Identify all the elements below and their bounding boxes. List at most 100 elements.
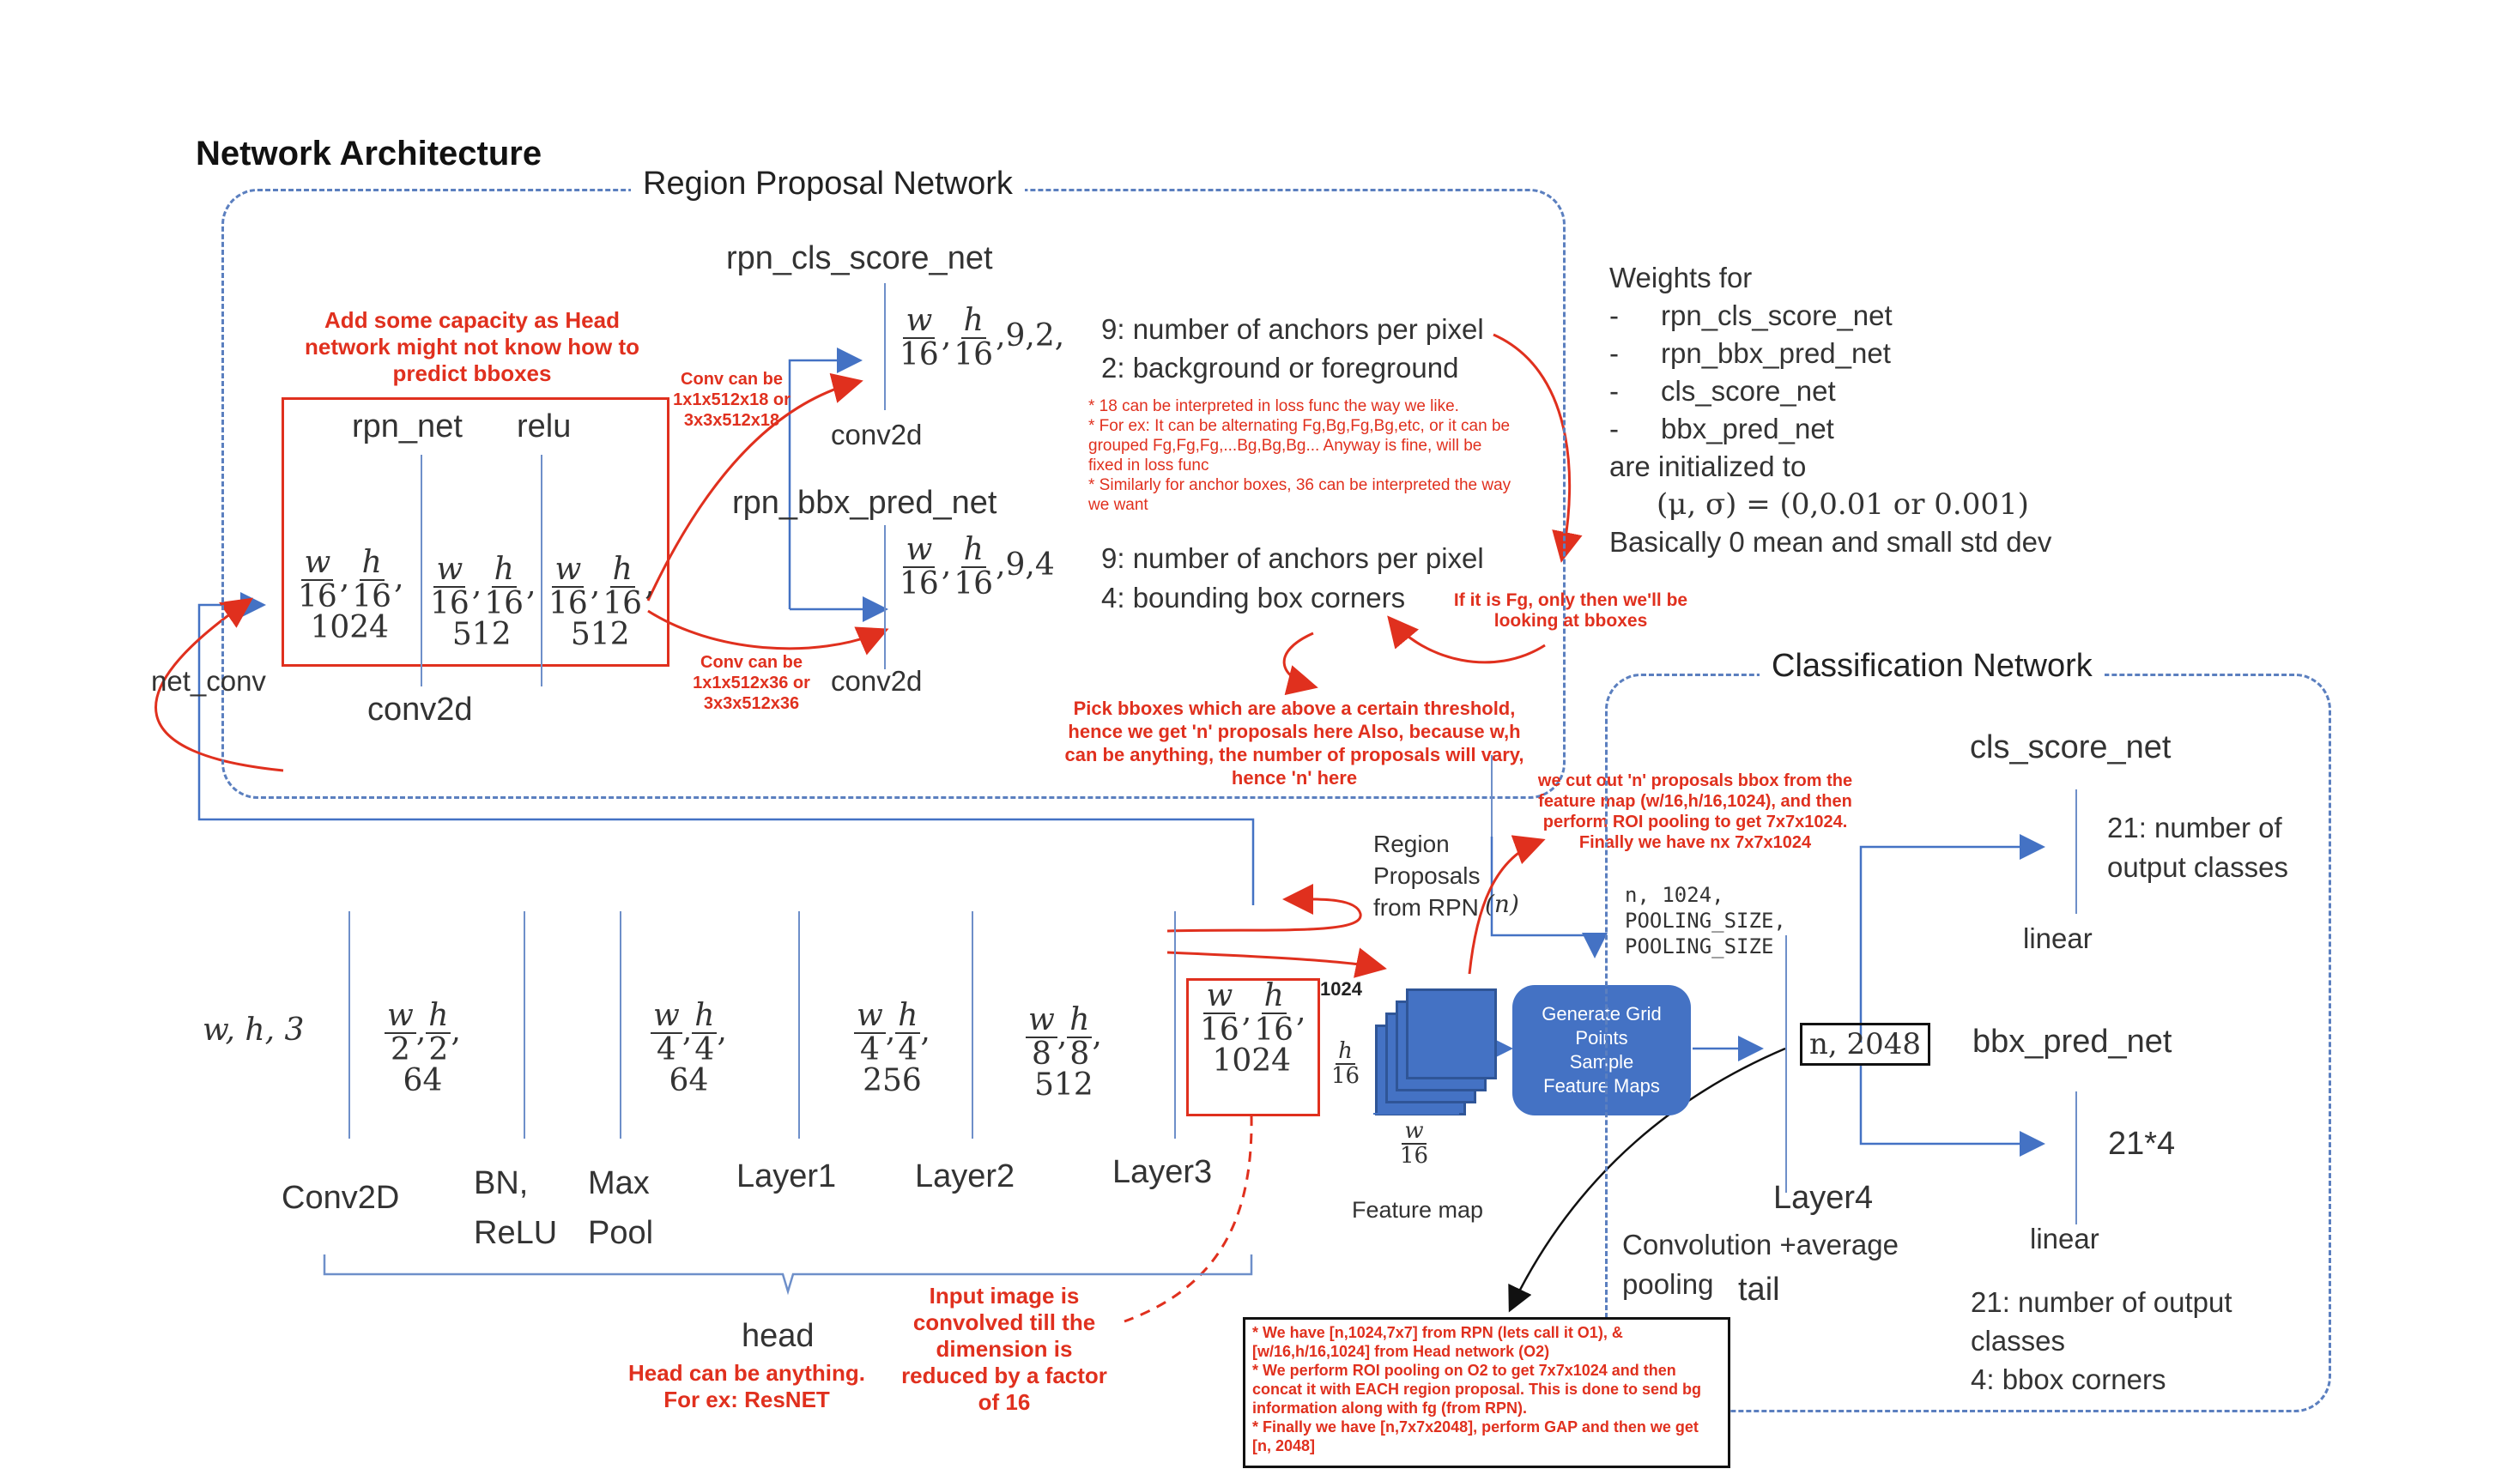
layer4-desc: Convolution +average pooling	[1622, 1229, 1899, 1300]
rpn-bbx-pred-net-label: rpn_bbx_pred_net	[732, 485, 997, 521]
weight-item: rpn_bbx_pred_net	[1609, 335, 2051, 372]
cls-score-line	[2075, 789, 2077, 914]
cut-note: we cut out 'n' proposals bbox from the f…	[1537, 771, 1853, 852]
proposals-label: Region Proposals from RPN	[1373, 831, 1481, 921]
net-conv-label: net_conv	[151, 665, 266, 697]
tail-note-a: * We have [n,1024,7x7] from RPN (lets ca…	[1252, 1324, 1623, 1360]
bg-fg-line: 2: background or foreground	[1101, 352, 1459, 384]
pool-dims: n, 1024, POOLING_SIZE, POOLING_SIZE	[1625, 883, 1786, 958]
net-conv-arrow	[154, 597, 284, 772]
divider	[1174, 911, 1176, 1139]
layer4-line	[1785, 935, 1787, 1193]
head-label: head	[742, 1318, 815, 1354]
divider	[541, 455, 542, 686]
note-18-a: * 18 can be interpreted in loss func the…	[1088, 397, 1459, 415]
stage-label-bn-relu: BN, ReLU	[474, 1165, 558, 1251]
stage-label-maxpool: Max Pool	[588, 1165, 654, 1251]
input-note: Input image is convolved till the dimens…	[901, 1283, 1107, 1415]
rpn-net-label: rpn_net	[352, 408, 463, 444]
stage4-depth: 512	[1034, 1067, 1093, 1103]
nbox-to-bbx-line	[1859, 1064, 2045, 1157]
pick-note-arrow	[1282, 632, 1318, 696]
cls-score-net-label: cls_score_net	[1970, 729, 2172, 765]
nbox-to-cls-line	[1859, 834, 2045, 1043]
page-title: Network Architecture	[196, 135, 542, 172]
pick-note: Pick bboxes which are above a certain th…	[1064, 698, 1524, 789]
weights-formula: (μ, σ) = (0,0.01 or 0.001)	[1657, 487, 2029, 522]
stage-label-layer2: Layer2	[915, 1158, 1015, 1194]
fg-note-arrow	[1387, 615, 1546, 664]
layer4-label: Layer4	[1773, 1180, 1874, 1216]
rpn-section-label: Region Proposal Network	[631, 166, 1025, 203]
relu-to-cls-arrow	[646, 372, 863, 601]
rpn-conv2d-label: conv2d	[367, 692, 473, 728]
linear-label-1: linear	[2023, 922, 2093, 954]
layer3-output-box	[1186, 978, 1320, 1116]
cls-suffix: ,9,2,	[996, 317, 1065, 354]
classification-summary: 21: number of output classes 4: bbox cor…	[1971, 1286, 2232, 1395]
stage2-depth: 64	[669, 1062, 709, 1098]
rpn-col2-depth: 512	[451, 616, 512, 652]
capacity-note: Add some capacity as Head network might …	[305, 307, 639, 386]
stage-label-layer1: Layer1	[736, 1158, 837, 1194]
cls-output: 21: number of output classes	[2107, 812, 2288, 883]
rpn-to-cls-line	[788, 348, 863, 609]
rpn-net-box	[282, 397, 669, 667]
notes-18: * 18 can be interpreted in loss func the…	[1088, 396, 1517, 515]
stage5-depth: 1024	[1212, 1043, 1292, 1079]
tail-note: * We have [n,1024,7x7] from RPN (lets ca…	[1243, 1317, 1730, 1468]
anchors-line-2: 9: number of anchors per pixel	[1101, 542, 1484, 574]
proposal-line	[1491, 755, 1493, 837]
weights-summary: Basically 0 mean and small std dev	[1609, 526, 2052, 558]
feature-map-depth: 1024	[1320, 978, 1362, 1000]
bbx-output: 21*4	[2108, 1126, 2176, 1162]
classification-section-label: Classification Network	[1760, 648, 2105, 685]
stage-label-conv2d: Conv2D	[282, 1180, 400, 1216]
cls-conv2d-label: conv2d	[831, 419, 923, 450]
divider	[798, 911, 800, 1139]
cls-conv-line	[884, 283, 886, 410]
proposal-arrow-a	[1166, 883, 1362, 933]
proposal-arrow-c	[1468, 835, 1546, 975]
rpn-col1-depth: 1024	[310, 609, 390, 645]
weights-heading: Weights for	[1609, 262, 1753, 293]
proposal-arrow-b	[1166, 947, 1387, 978]
proposals-n: (n)	[1485, 890, 1519, 918]
rpn-cls-score-net-label: rpn_cls_score_net	[726, 240, 993, 276]
divider	[620, 911, 621, 1139]
head-note: Head can be anything. For ex: ResNET	[628, 1360, 865, 1412]
feature-map-width-den: 16	[1400, 1143, 1429, 1170]
weight-item: cls_score_net	[1609, 372, 2051, 410]
weights-init-line: are initialized to	[1609, 450, 1807, 482]
feature-map-layer	[1406, 988, 1497, 1079]
relu-to-bbx-arrow	[647, 609, 889, 656]
head-brace	[323, 1254, 1253, 1296]
fg-note: If it is Fg, only then we'll be looking …	[1453, 590, 1688, 631]
linear-label-2: linear	[2030, 1223, 2099, 1254]
tail-note-b: * We perform ROI pooling on O2 to get 7x…	[1252, 1362, 1702, 1417]
note-18-b: * For ex: It can be alternating Fg,Bg,Fg…	[1088, 417, 1511, 475]
stage1-depth: 64	[403, 1062, 443, 1098]
feature-map-height-den: 16	[1331, 1063, 1360, 1090]
feature-map-label: Feature map	[1352, 1197, 1484, 1223]
conv-note-bbx: Conv can be 1x1x512x36 or 3x3x512x36	[693, 653, 810, 713]
conv-note-cls: Conv can be 1x1x512x18 or 3x3x512x18	[673, 370, 791, 430]
note-18-c: * Similarly for anchor boxes, 36 can be …	[1088, 476, 1511, 514]
divider	[524, 911, 525, 1139]
stage-label-layer3: Layer3	[1112, 1154, 1213, 1190]
weights-info: Weights for rpn_cls_score_net rpn_bbx_pr…	[1609, 259, 2051, 561]
bbox-corners-line: 4: bounding box corners	[1101, 582, 1406, 614]
weight-item: rpn_cls_score_net	[1609, 297, 2051, 335]
weight-item: bbx_pred_net	[1609, 410, 2051, 448]
